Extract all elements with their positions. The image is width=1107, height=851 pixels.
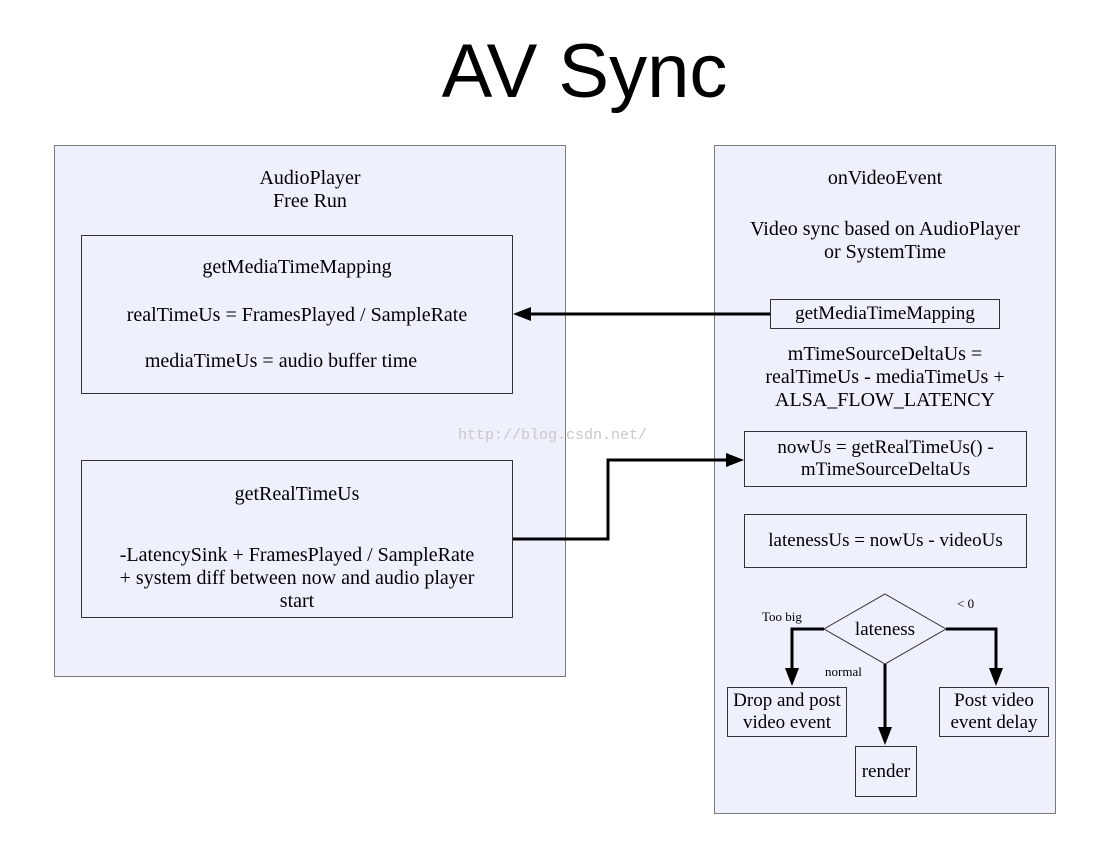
audio-player-header: AudioPlayer Free Run: [54, 167, 566, 213]
real-time-line-3: start: [279, 590, 315, 612]
lateness-us-box: latenessUs = nowUs - videoUs: [744, 514, 1027, 568]
post-video-event-delay-box: Post video event delay: [939, 687, 1049, 737]
drop-line-2: video event: [742, 712, 832, 733]
media-time-us-formula: mediaTimeUs = audio buffer time: [144, 350, 418, 372]
delta-line-2: realTimeUs - mediaTimeUs +: [765, 366, 1005, 388]
branch-label-lt0: < 0: [957, 596, 975, 611]
now-us-box: nowUs = getRealTimeUs() - mTimeSourceDel…: [744, 431, 1027, 487]
branch-label-too-big: Too big: [762, 609, 802, 624]
branch-label-normal: normal: [825, 664, 862, 679]
audio-player-title: AudioPlayer: [259, 167, 361, 189]
video-sync-desc-1: Video sync based on AudioPlayer: [750, 218, 1020, 240]
get-media-time-mapping-title: getMediaTimeMapping: [202, 256, 392, 278]
drop-and-post-box: Drop and post video event: [727, 687, 847, 737]
video-event-header: onVideoEvent: [827, 167, 943, 189]
real-time-line-1: -LatencySink + FramesPlayed / SampleRate: [119, 544, 475, 566]
get-real-time-us-body: -LatencySink + FramesPlayed / SampleRate…: [81, 544, 513, 613]
real-time-us-formula: realTimeUs = FramesPlayed / SampleRate: [126, 304, 468, 326]
arrowhead-normal: [878, 727, 892, 745]
now-us-line-1: nowUs = getRealTimeUs() -: [777, 437, 994, 458]
get-media-time-mapping-box: [81, 235, 513, 394]
now-us-line-2: mTimeSourceDeltaUs: [800, 459, 971, 480]
arrow-too-big: [790, 627, 824, 672]
video-sync-desc-2: or SystemTime: [823, 241, 947, 263]
video-sync-description: Video sync based on AudioPlayer or Syste…: [714, 218, 1056, 264]
decision-label: lateness: [854, 619, 916, 640]
watermark-text: http://blog.csdn.net/: [458, 427, 648, 444]
post-line-1: Post video: [954, 690, 1034, 711]
page-title: AV Sync: [441, 29, 728, 114]
drop-line-1: Drop and post: [733, 690, 841, 711]
delta-line-3: ALSA_FLOW_LATENCY: [775, 389, 995, 411]
arrowhead-too-big: [785, 668, 799, 686]
get-real-time-us-title: getRealTimeUs: [234, 483, 360, 505]
render-box: render: [855, 746, 917, 797]
arrowhead-mapping: [513, 307, 531, 321]
real-time-line-2: + system diff between now and audio play…: [119, 567, 475, 589]
arrow-realtime-to-nowus: [513, 458, 730, 541]
audio-player-mode: Free Run: [273, 190, 347, 212]
arrowhead-lt0: [989, 668, 1003, 686]
delta-line-1: mTimeSourceDeltaUs =: [787, 343, 983, 365]
post-line-2: event delay: [950, 712, 1038, 733]
arrow-lt0: [946, 627, 998, 672]
get-real-time-us-box: [81, 460, 513, 618]
time-source-delta: mTimeSourceDeltaUs = realTimeUs - mediaT…: [714, 343, 1056, 412]
video-get-media-time-mapping-box: getMediaTimeMapping: [770, 299, 1000, 329]
arrowhead-realtime: [726, 453, 744, 467]
